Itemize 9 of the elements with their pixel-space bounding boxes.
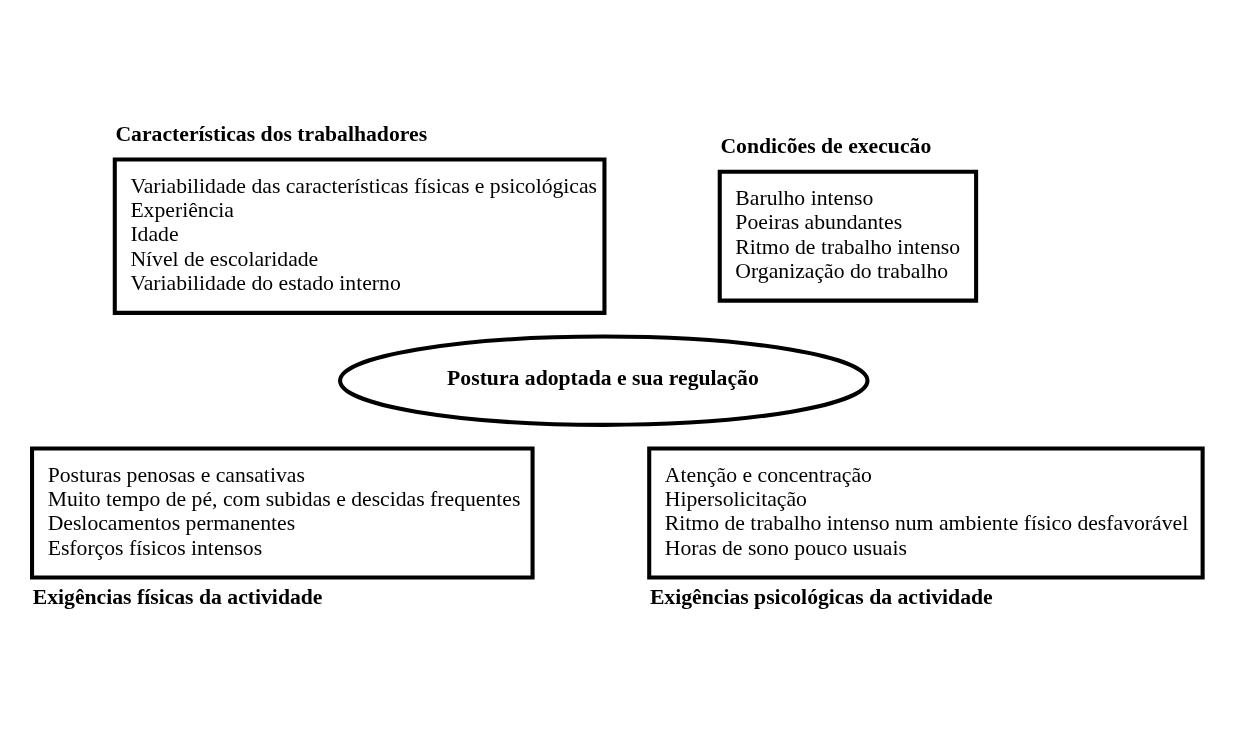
node-label: Condicões de execucão [720, 134, 932, 159]
node-box: Variabilidade das características físicas e psicológicas Experiência Idade Nível de escolaridade Variabilidade do estado interno [112, 157, 607, 315]
node-box: Atenção e concentração Hipersolicitação Ritmo de trabalho intenso num ambiente físico desfavorável Horas de sono pouco usuais [647, 446, 1205, 580]
node-box: Barulho intenso Poeiras abundantes Ritmo de trabalho intenso Organização do trabalho [717, 169, 979, 303]
node-label: Exigências psicológicas da actividade [649, 584, 993, 609]
node-ellipse: Postura adoptada e sua regulação [338, 334, 870, 427]
node-label: Exigências físicas da actividade [32, 584, 323, 609]
node-box: Posturas penosas e cansativas Muito tempo de pé, com subidas e descidas frequentes Deslocamentos permanentes Esforços físicos intensos [30, 446, 535, 580]
node-label: Características dos trabalhadores [115, 122, 428, 146]
